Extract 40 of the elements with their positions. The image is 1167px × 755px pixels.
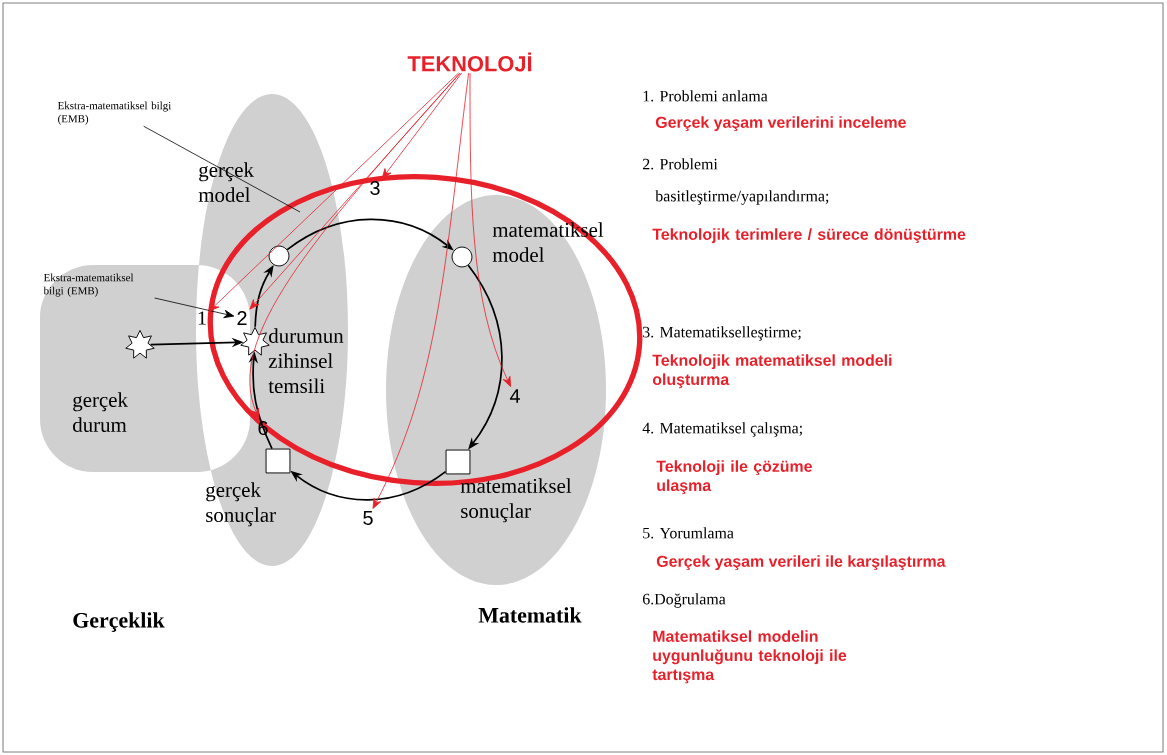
step-number: 5 [363,511,373,525]
star-marker [240,326,270,356]
square-marker [265,448,291,474]
step-title: 4. Matematiksel çalışma; [642,422,802,437]
annotation-text: Ekstra-matematiksel bilgi (EMB) [57,101,172,125]
circle-marker [451,246,473,268]
step-title: 6.Doğrulama [642,593,726,608]
step-description: Gerçek yaşam verileri ile karşılaştırma [656,555,946,571]
node-label: gerçek sonuçlar [206,482,276,527]
step-number: 3 [370,180,380,196]
step-description: Gerçek yaşam verilerini inceleme [655,116,906,132]
step-title: 1. Problemi anlama [643,90,768,102]
step-title: 5. Yorumlama [643,527,734,539]
step-number: 4 [509,389,520,403]
arrow [381,72,463,179]
annotation-text: Ekstra-matematiksel bilgi (EMB) [43,273,134,297]
region-label: Matematik [478,607,582,623]
node-label: matematiksel sonuçlar [460,478,572,523]
node-label: durumun zihinsel temsili [268,328,344,394]
step-number: 1 [198,311,206,325]
star-marker [125,329,155,359]
step-description: Matematiksel modelin uygunluğunu teknoloji ile tartışma [652,630,847,684]
arrow [249,72,461,419]
region-label: Gerçeklik [73,612,165,632]
leader-line [143,125,301,213]
step-description: Teknolojik terimlere / sürece dönüştürme [652,228,966,244]
circle-marker [268,245,290,267]
step-number: 2 [237,311,247,325]
arrow [208,72,459,312]
step-title: basitleştirme/yapılandırma; [655,190,829,205]
arrow [372,72,469,509]
step-description: Teknolojik matematiksel modeli oluşturma [652,354,892,389]
step-description: Teknoloji ile çözüme ulaşma [656,460,812,495]
step-title: 2. Problemi [643,158,718,170]
step-title: 3. Matematikselleştirme; [643,326,801,341]
square-marker [445,449,471,475]
arrow [469,72,511,387]
arrow [154,297,235,319]
node-label: gerçek durum [73,392,128,432]
heading-text: TEKNOLOJİ [407,52,532,72]
